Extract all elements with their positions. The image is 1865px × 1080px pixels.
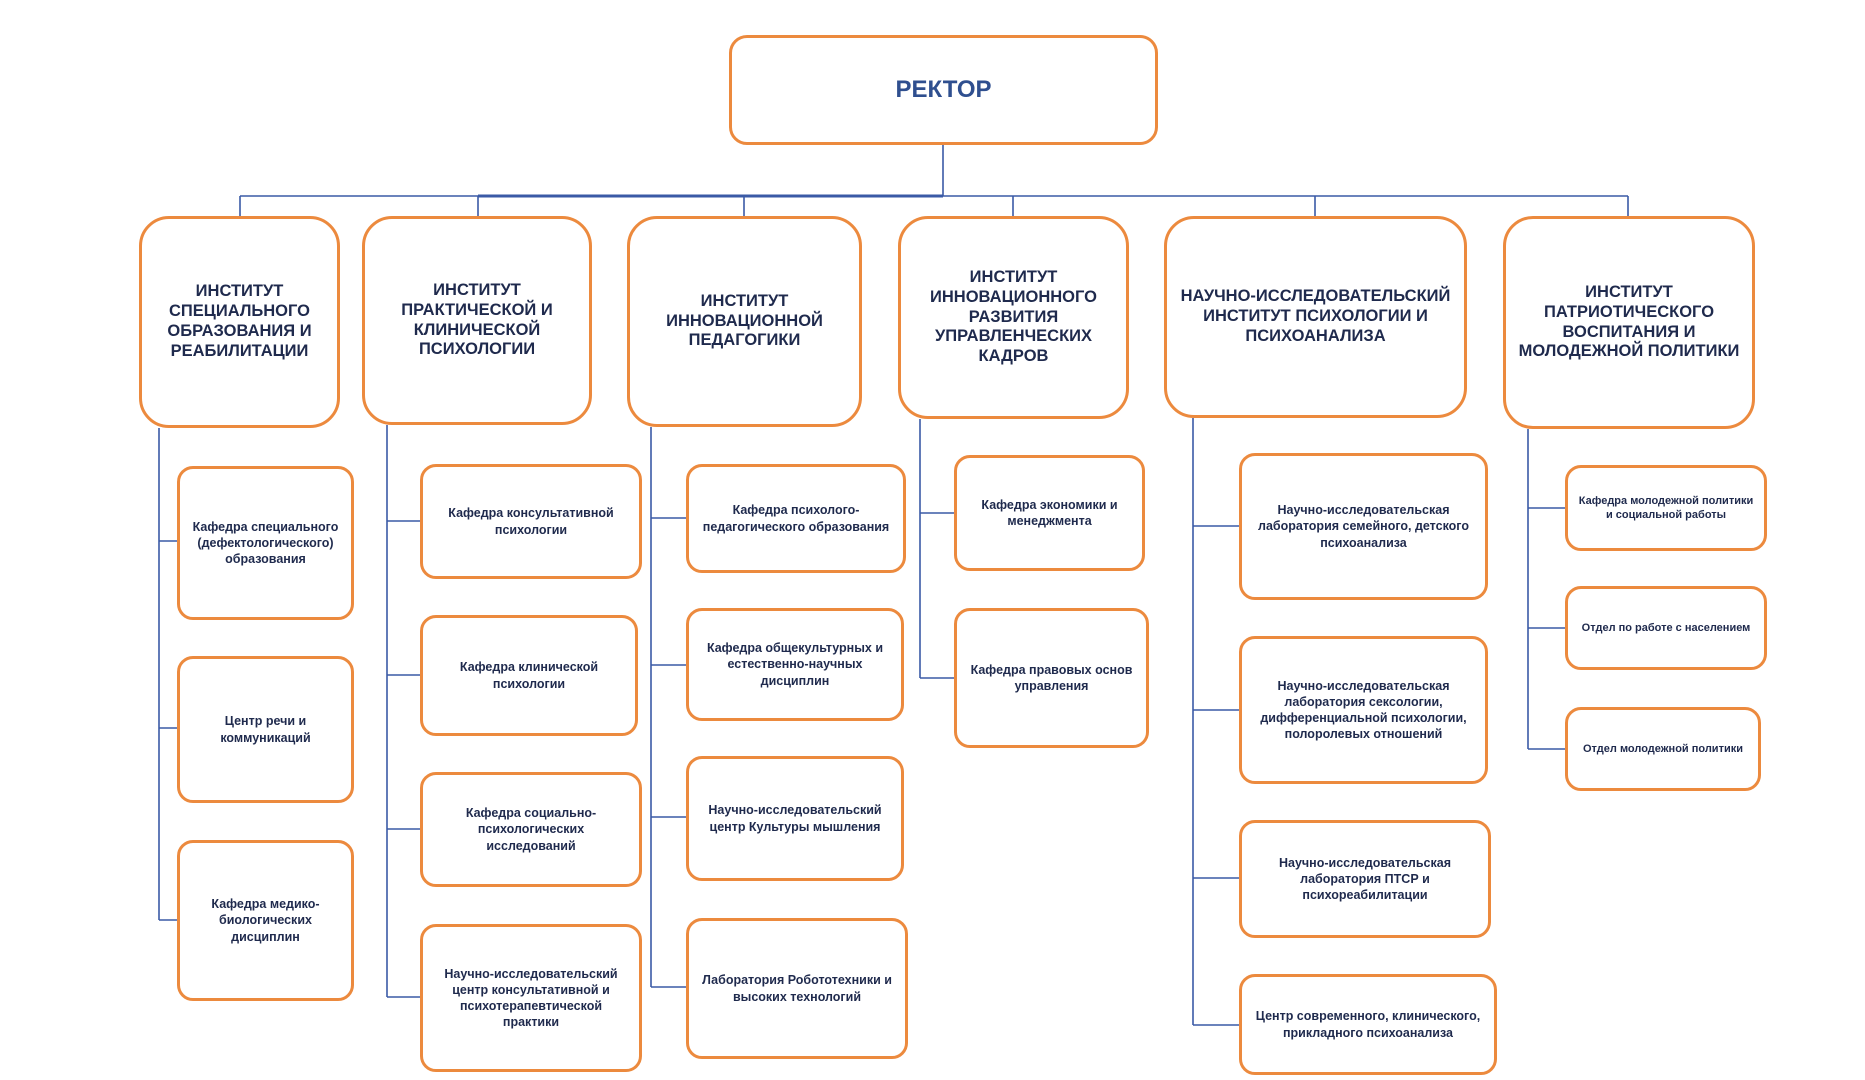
unit-label: Кафедра молодежной политики и социальной… — [1578, 494, 1754, 521]
institute-title: НАУЧНО-ИССЛЕДОВАТЕЛЬСКИЙ ИНСТИТУТ ПСИХОЛ… — [1180, 287, 1451, 345]
institute-title: ИНСТИТУТ ПРАКТИЧЕСКОЙ И КЛИНИЧЕСКОЙ ПСИХ… — [401, 280, 553, 359]
unit-box: Научно-исследовательский центр Культуры … — [686, 756, 904, 881]
institute-title: ИНСТИТУТ ПАТРИОТИЧЕСКОГО ВОСПИТАНИЯ И МО… — [1518, 282, 1740, 361]
unit-label: Кафедра правовых основ управления — [970, 662, 1133, 693]
institute-psychology-psychoanalysis: НАУЧНО-ИССЛЕДОВАТЕЛЬСКИЙ ИНСТИТУТ ПСИХОЛ… — [1164, 216, 1467, 418]
unit-label: Кафедра медико-биологических дисциплин — [211, 897, 320, 944]
unit-box: Кафедра молодежной политики и социальной… — [1565, 465, 1767, 551]
unit-label: Научно-исследовательская лаборатория сем… — [1258, 503, 1469, 550]
rector-box: РЕКТОР — [729, 35, 1158, 145]
unit-box: Кафедра экономики и менеджмента — [954, 455, 1145, 571]
unit-box: Центр речи и коммуникаций — [177, 656, 354, 803]
unit-label: Кафедра социально-психологических исслед… — [465, 806, 597, 853]
institute-patriotic-youth-policy: ИНСТИТУТ ПАТРИОТИЧЕСКОГО ВОСПИТАНИЯ И МО… — [1503, 216, 1755, 429]
rector-label: РЕКТОР — [895, 76, 992, 103]
unit-label: Отдел по работе с населением — [1581, 621, 1751, 634]
unit-box: Научно-исследовательская лаборатория сек… — [1239, 636, 1488, 784]
unit-label: Лаборатория Робототехники и высоких техн… — [702, 973, 892, 1004]
institute-innovative-pedagogy: ИНСТИТУТ ИННОВАЦИОННОЙ ПЕДАГОГИКИ — [627, 216, 862, 427]
unit-box: Кафедра психолого-педагогического образо… — [686, 464, 906, 573]
unit-label: Кафедра психолого-педагогического образо… — [702, 503, 890, 534]
institute-management-personnel: ИНСТИТУТ ИННОВАЦИОННОГО РАЗВИТИЯ УПРАВЛЕ… — [898, 216, 1129, 419]
unit-box: Кафедра социально-психологических исслед… — [420, 772, 642, 887]
unit-label: Центр речи и коммуникаций — [220, 714, 311, 745]
unit-box: Кафедра общекультурных и естественно-нау… — [686, 608, 904, 721]
unit-box: Отдел по работе с населением — [1565, 586, 1767, 670]
unit-box: Кафедра специального (дефектологического… — [177, 466, 354, 620]
unit-label: Кафедра экономики и менеджмента — [981, 497, 1118, 528]
unit-box: Центр современного, клинического, прикла… — [1239, 974, 1497, 1075]
institute-title: ИНСТИТУТ ИННОВАЦИОННОЙ ПЕДАГОГИКИ — [666, 291, 823, 350]
institute-practical-clinical-psychology: ИНСТИТУТ ПРАКТИЧЕСКОЙ И КЛИНИЧЕСКОЙ ПСИХ… — [362, 216, 592, 425]
unit-box: Научно-исследовательская лаборатория ПТС… — [1239, 820, 1491, 938]
unit-label: Кафедра специального (дефектологического… — [192, 519, 339, 567]
unit-box: Научно-исследовательский центр консульта… — [420, 924, 642, 1072]
unit-box: Отдел молодежной политики — [1565, 707, 1761, 791]
unit-label: Научно-исследовательский центр Культуры … — [708, 803, 882, 834]
unit-box: Кафедра консультативной психологии — [420, 464, 642, 579]
institute-special-education: ИНСТИТУТ СПЕЦИАЛЬНОГО ОБРАЗОВАНИЯ И РЕАБ… — [139, 216, 340, 428]
unit-box: Лаборатория Робототехники и высоких техн… — [686, 918, 908, 1059]
unit-box: Кафедра клинической психологии — [420, 615, 638, 736]
unit-label: Кафедра клинической психологии — [459, 660, 599, 691]
institute-title: ИНСТИТУТ СПЕЦИАЛЬНОГО ОБРАЗОВАНИЯ И РЕАБ… — [167, 282, 312, 360]
unit-label: Отдел молодежной политики — [1583, 742, 1743, 755]
unit-label: Кафедра консультативной психологии — [448, 506, 614, 537]
unit-box: Кафедра правовых основ управления — [954, 608, 1149, 748]
unit-label: Научно-исследовательская лаборатория ПТС… — [1278, 855, 1452, 903]
institute-title: ИНСТИТУТ ИННОВАЦИОННОГО РАЗВИТИЯ УПРАВЛЕ… — [930, 268, 1097, 366]
unit-label: Центр современного, клинического, прикла… — [1255, 1009, 1481, 1040]
unit-label: Научно-исследовательский центр консульта… — [444, 966, 618, 1030]
unit-label: Научно-исследовательская лаборатория сек… — [1260, 678, 1467, 742]
unit-box: Научно-исследовательская лаборатория сем… — [1239, 453, 1488, 600]
unit-box: Кафедра медико-биологических дисциплин — [177, 840, 354, 1001]
unit-label: Кафедра общекультурных и естественно-нау… — [706, 641, 884, 688]
